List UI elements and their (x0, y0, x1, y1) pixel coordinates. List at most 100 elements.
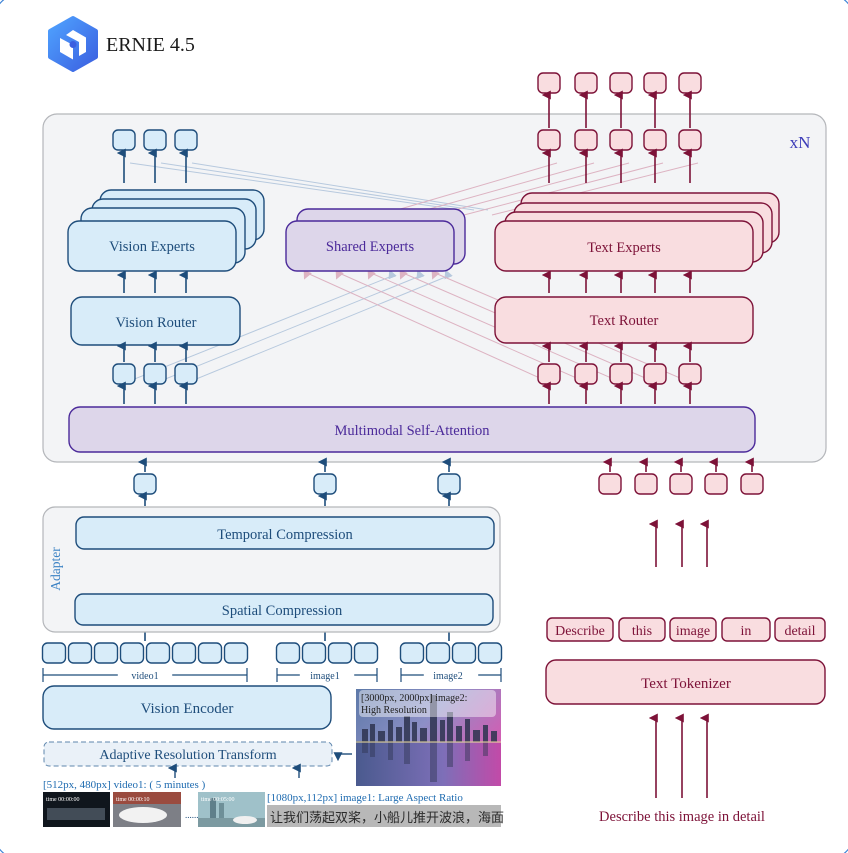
image2-patch-token (425, 642, 451, 664)
shared-to-text-output-link (407, 162, 595, 216)
video1-frame-3: time 00:05:00 (198, 792, 265, 827)
text-hidden-token (643, 363, 667, 385)
vision-experts-stack: Vision Experts (67, 189, 265, 272)
vision-to-shared-link (152, 269, 425, 385)
video1-patch-token (197, 642, 223, 664)
video1-frame-2-timestamp: time 00:00:10 (116, 797, 150, 803)
image1-group-label: image1 (310, 671, 339, 682)
text-final-output-token (678, 72, 702, 94)
image1-patch-token (353, 642, 379, 664)
text-experts-stack: Text Experts (494, 192, 780, 272)
text-to-shared-link (303, 269, 554, 385)
vision-output-token (174, 129, 198, 151)
shared-to-text-output-link (435, 162, 630, 216)
text-final-output-token (643, 72, 667, 94)
image2-caption-line1: [3000px, 2000px] image2: (361, 693, 467, 704)
video1-frame-1-timestamp: time 00:00:00 (46, 797, 80, 803)
text-output-token (643, 129, 667, 151)
image2-patch-token (399, 642, 425, 664)
vision-compressed-token (313, 473, 337, 495)
vision-hidden-token (174, 363, 198, 385)
ernie-logo-icon (48, 16, 98, 72)
vision-output-token (112, 129, 136, 151)
text-word-token (546, 617, 614, 642)
temporal-compression-label: Temporal Compression (217, 527, 353, 543)
video1-patch-token (171, 642, 197, 664)
text-output-token (574, 129, 598, 151)
temporal-compression-box (75, 516, 495, 550)
text-word-token-label: in (741, 624, 752, 639)
video1-frame-3-timestamp: time 00:05:00 (201, 797, 235, 803)
shared-to-text-output-link (463, 162, 664, 216)
shared-experts-label: Shared Experts (326, 239, 415, 255)
vision-compressed-token (437, 473, 461, 495)
text-router-box (494, 296, 754, 344)
video1-group-label: video1 (131, 671, 158, 682)
text-output-token (537, 129, 561, 151)
text-output-token (678, 129, 702, 151)
video1-patch-token (93, 642, 119, 664)
repeat-label: xN (790, 133, 811, 152)
text-input-token (669, 473, 693, 495)
video1-frame-2: time 00:00:10 (113, 792, 181, 827)
shared-to-vision-output-link (129, 162, 461, 211)
shared-experts-box (285, 220, 455, 272)
image2-high-resolution-photo: [3000px, 2000px] image2: High Resolution (356, 689, 501, 786)
shared-to-vision-output-link (160, 162, 475, 211)
image1-patch-token (327, 642, 353, 664)
adapter-label: Adapter (48, 547, 63, 591)
shared-to-text-output-link (379, 162, 558, 216)
spatial-compression-label: Spatial Compression (222, 603, 343, 619)
vision-experts-label: Vision Experts (109, 239, 195, 255)
video1-patch-token (145, 642, 171, 664)
vision-hidden-token (112, 363, 136, 385)
text-word-token (618, 617, 666, 642)
text-tokenizer-label: Text Tokenizer (641, 676, 731, 692)
image1-handwriting-text: 让我们荡起双桨，小船儿推开波浪，海面 (270, 810, 504, 826)
adaptive-resolution-transform-box (43, 741, 333, 767)
spatial-compression-box (74, 593, 494, 626)
text-token-row: Describe this image in detail (546, 617, 826, 642)
image1-patch-token (275, 642, 301, 664)
text-input-token (704, 473, 728, 495)
text-word-token-label: Describe (555, 624, 605, 639)
vision-hidden-token (143, 363, 167, 385)
text-hidden-token (678, 363, 702, 385)
video1-frame-1: time 00:00:00 (43, 792, 110, 827)
image2-patch-token (451, 642, 477, 664)
text-input-token (598, 473, 622, 495)
video1-patch-token (223, 642, 249, 664)
text-word-token-label: image (676, 624, 710, 639)
video1-patch-token (119, 642, 145, 664)
vision-encoder-box (42, 685, 332, 730)
text-tokenizer-box (545, 659, 826, 705)
app-title: ERNIE 4.5 (106, 34, 195, 56)
text-word-token (669, 617, 717, 642)
text-output-token (609, 129, 633, 151)
text-experts-box (494, 220, 754, 272)
text-hidden-token (609, 363, 633, 385)
text-word-token-label: detail (784, 624, 815, 639)
image1-caption: [1080px,112px] image1: Large Aspect Rati… (267, 792, 463, 804)
image2-caption-line2: High Resolution (361, 705, 427, 716)
vision-router-label: Vision Router (116, 315, 197, 331)
image1-patch-token (301, 642, 327, 664)
text-word-token (721, 617, 771, 642)
text-word-token (774, 617, 826, 642)
vision-group-brackets (42, 668, 502, 682)
video1-ellipsis: ...... (185, 810, 199, 820)
video1-patch-token (41, 642, 67, 664)
text-experts-label: Text Experts (587, 240, 661, 256)
text-final-output-token (537, 72, 561, 94)
text-prompt: Describe this image in detail (599, 809, 765, 825)
multimodal-self-attention-label: Multimodal Self-Attention (334, 423, 490, 439)
vision-compressed-token (133, 473, 157, 495)
image2-group-label: image2 (433, 671, 462, 682)
text-input-token (740, 473, 764, 495)
text-word-token-label: this (632, 624, 652, 639)
image1-large-aspect-ratio-photo: 让我们荡起双桨，小船儿推开波浪，海面 (267, 805, 504, 827)
adaptive-resolution-transform-label: Adaptive Resolution Transform (99, 748, 276, 763)
image2-patch-token (477, 642, 503, 664)
text-hidden-token (574, 363, 598, 385)
